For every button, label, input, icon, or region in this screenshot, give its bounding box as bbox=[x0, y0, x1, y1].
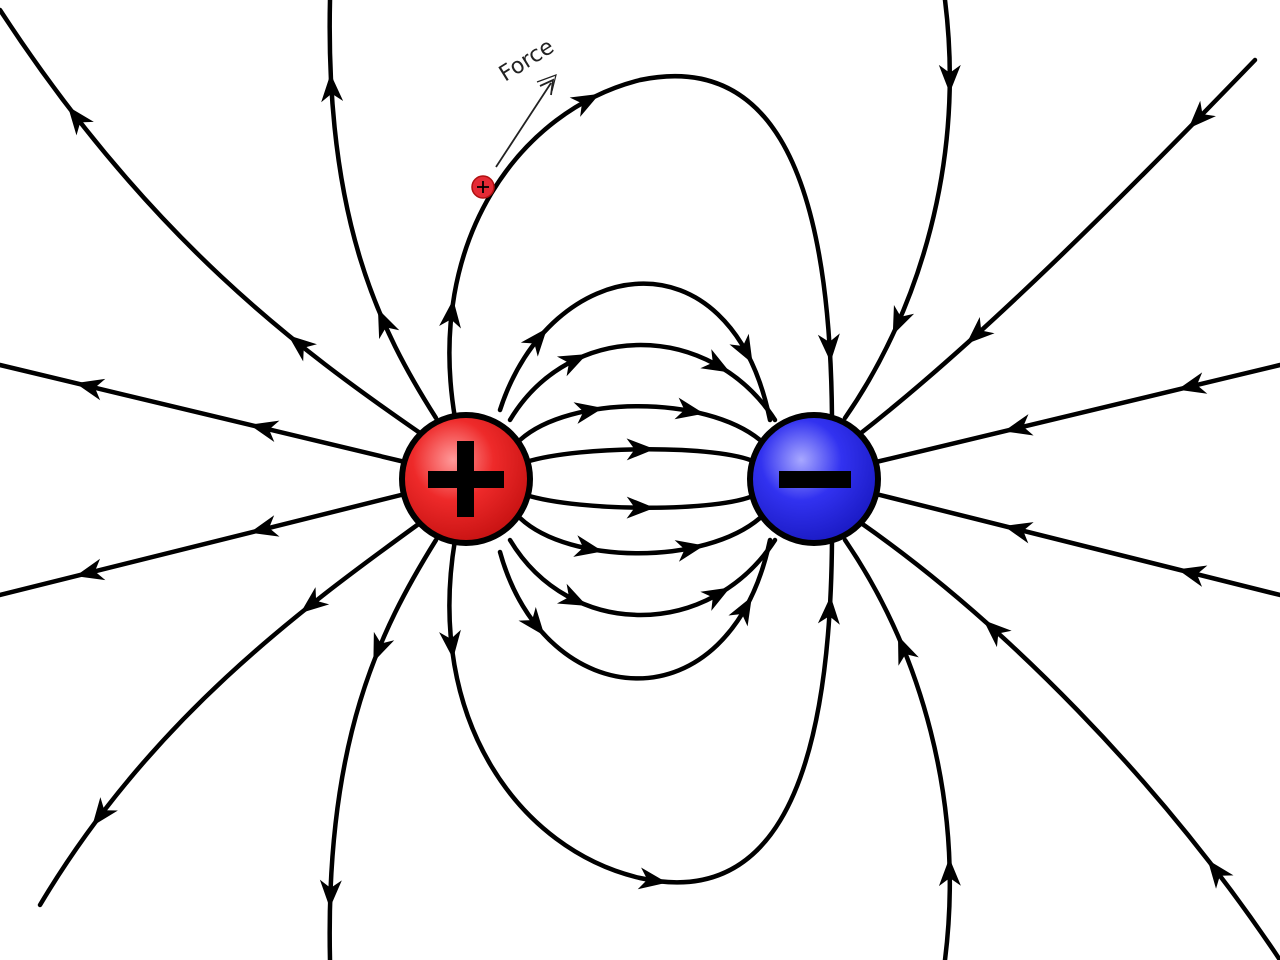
field-arrow bbox=[892, 304, 915, 336]
field-arrow bbox=[300, 587, 330, 614]
field-line bbox=[497, 537, 773, 681]
field-arrow bbox=[518, 607, 545, 636]
field-line bbox=[327, 0, 439, 421]
field-arrow bbox=[573, 402, 604, 424]
field-line bbox=[842, 537, 952, 960]
field-arrow bbox=[439, 299, 461, 329]
field-arrow bbox=[1177, 372, 1208, 394]
field-line bbox=[0, 7, 423, 436]
field-arrow bbox=[75, 378, 106, 401]
field-line bbox=[447, 537, 835, 885]
field-arrow bbox=[439, 629, 461, 659]
positive-charge bbox=[399, 412, 533, 546]
field-line bbox=[0, 362, 408, 465]
field-arrow bbox=[938, 64, 961, 93]
field-arrow bbox=[817, 596, 840, 625]
field-line bbox=[497, 281, 773, 423]
test-charge bbox=[471, 175, 495, 199]
minus-icon bbox=[779, 471, 851, 488]
field-arrow bbox=[700, 587, 731, 611]
field-line bbox=[447, 73, 835, 421]
field-arrow bbox=[67, 106, 94, 136]
field-arrow bbox=[983, 620, 1012, 648]
field-arrow bbox=[1207, 859, 1234, 889]
field-line bbox=[873, 491, 1280, 598]
field-line bbox=[873, 362, 1280, 465]
field-arrow bbox=[249, 420, 280, 443]
field-arrow bbox=[897, 635, 919, 666]
field-arrow bbox=[637, 867, 668, 890]
field-line bbox=[327, 537, 439, 960]
field-arrow bbox=[729, 333, 753, 364]
field-arrow bbox=[966, 316, 995, 344]
force-label: Force bbox=[495, 34, 559, 87]
field-arrow bbox=[626, 438, 655, 461]
field-arrow bbox=[377, 309, 400, 340]
field-arrow bbox=[92, 797, 118, 827]
field-arrow bbox=[938, 857, 961, 887]
field-arrow bbox=[674, 397, 705, 420]
field-line bbox=[37, 520, 423, 908]
field-arrow bbox=[1003, 414, 1034, 436]
field-line bbox=[842, 0, 952, 421]
field-arrow bbox=[700, 349, 731, 373]
field-line bbox=[858, 520, 1280, 960]
field-arrow bbox=[321, 73, 344, 103]
field-line bbox=[517, 404, 763, 443]
field-line bbox=[507, 537, 778, 618]
field-arrow bbox=[373, 631, 395, 662]
field-arrow bbox=[75, 558, 106, 581]
field-arrow bbox=[520, 328, 548, 357]
field-arrow bbox=[728, 596, 752, 627]
field-arrow bbox=[626, 496, 655, 519]
field-line bbox=[517, 515, 763, 556]
field-arrow bbox=[817, 333, 840, 363]
field-arrow bbox=[674, 540, 705, 562]
force-arrow bbox=[495, 74, 557, 168]
field-arrow bbox=[569, 93, 600, 117]
field-arrow bbox=[249, 515, 280, 537]
field-arrow bbox=[556, 354, 587, 377]
field-arrow bbox=[556, 583, 587, 606]
field-arrow bbox=[1188, 100, 1216, 129]
field-arrows bbox=[67, 64, 1234, 908]
field-arrow bbox=[319, 879, 342, 908]
field-arrow bbox=[1003, 522, 1034, 544]
field-arrow bbox=[1177, 565, 1208, 587]
field-arrow bbox=[288, 335, 317, 362]
negative-charge bbox=[747, 412, 881, 546]
field-line bbox=[0, 491, 408, 598]
field-arrow bbox=[573, 535, 603, 557]
field-line bbox=[507, 342, 778, 423]
